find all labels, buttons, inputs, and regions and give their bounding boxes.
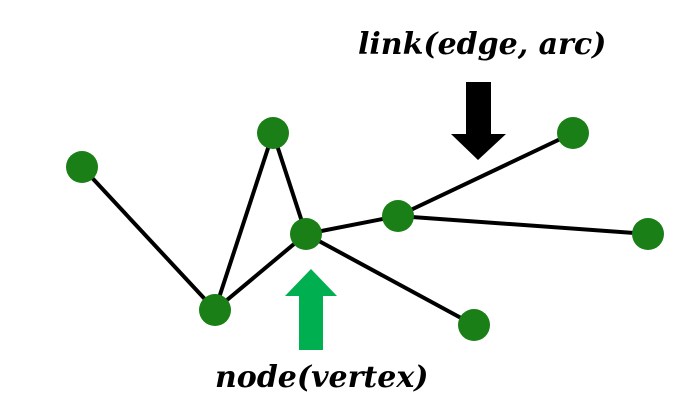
node-circle xyxy=(632,218,664,250)
edge-line xyxy=(80,165,217,312)
node-circle xyxy=(66,151,98,183)
node-vertex-label: node(vertex) xyxy=(215,360,429,395)
edges xyxy=(80,131,650,327)
edge-line xyxy=(271,131,308,236)
nodes xyxy=(66,117,664,341)
node-circle xyxy=(290,218,322,250)
edge-line xyxy=(304,232,476,327)
edge-line xyxy=(396,214,650,236)
node-circle xyxy=(199,294,231,326)
edge-line xyxy=(213,232,308,312)
node-circle xyxy=(557,117,589,149)
node-circle xyxy=(382,200,414,232)
edge-line xyxy=(396,131,575,218)
node-circle xyxy=(257,117,289,149)
edge-line xyxy=(213,131,275,312)
node-circle xyxy=(458,309,490,341)
down-arrow-icon xyxy=(451,82,506,160)
link-edge-arc-label: link(edge, arc) xyxy=(358,27,607,62)
up-arrow-icon xyxy=(285,269,337,350)
